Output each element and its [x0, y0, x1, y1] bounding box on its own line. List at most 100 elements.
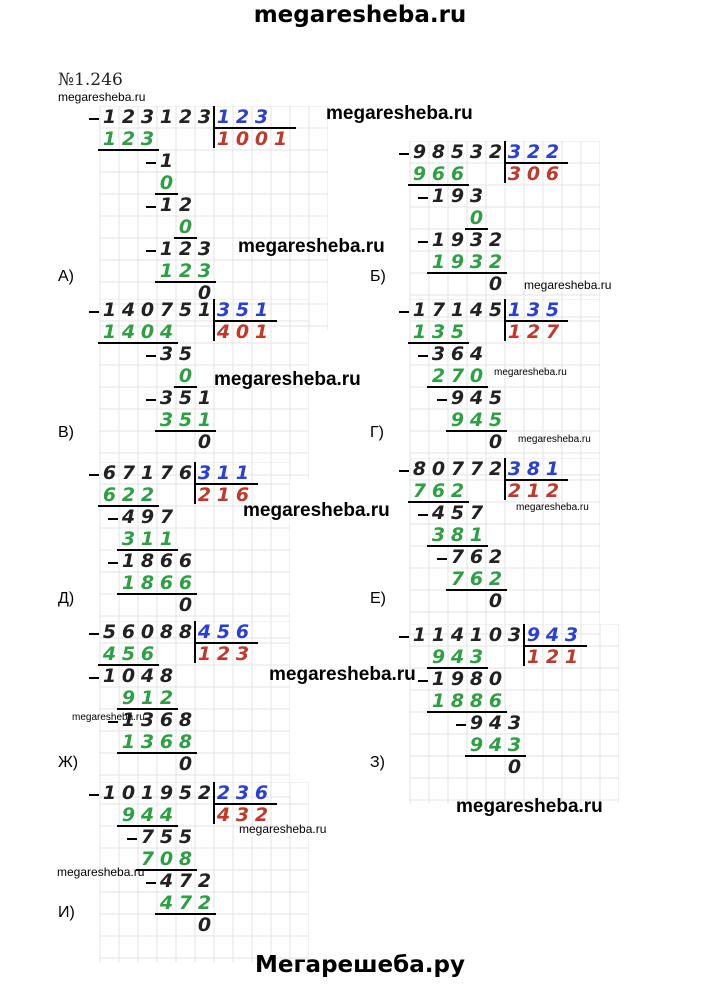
watermark[interactable]: megaresheba.ru	[57, 865, 145, 879]
watermark[interactable]: megaresheba.ru	[524, 278, 612, 292]
watermark[interactable]: megaresheba.ru	[214, 369, 361, 390]
dividend-digit: 9	[159, 782, 174, 804]
minus-sign	[399, 153, 409, 155]
quotient-digit: 2	[507, 480, 522, 502]
label-v: В)	[58, 424, 74, 441]
subtraction-line	[427, 272, 507, 274]
minus-sign	[146, 882, 156, 884]
subtrahend-digit: 0	[178, 216, 193, 238]
subtraction-line	[117, 708, 178, 710]
dividend-digit: 1	[102, 106, 117, 128]
dividend-digit: 1	[197, 299, 212, 321]
remainder-digit: 5	[178, 387, 193, 409]
quotient-digit: 6	[235, 484, 250, 506]
subtrahend-digit: 4	[159, 321, 174, 343]
dividend-digit: 3	[140, 106, 155, 128]
dividend-digit: 1	[412, 299, 427, 321]
minus-sign	[418, 355, 428, 357]
divisor-bracket-horizontal	[214, 320, 277, 322]
subtraction-line	[155, 430, 216, 432]
minus-sign	[418, 241, 428, 243]
watermark[interactable]: megaresheba.ru	[72, 712, 145, 723]
subtraction-line	[117, 752, 197, 754]
remainder-digit: 1	[159, 150, 174, 172]
minus-sign	[418, 680, 428, 682]
watermark[interactable]: megaresheba.ru	[238, 236, 385, 257]
subtrahend-digit: 6	[178, 572, 193, 594]
subtrahend-digit: 9	[431, 646, 446, 668]
divisor-digit: 3	[507, 458, 522, 480]
subtrahend-digit: 1	[102, 128, 117, 150]
subtraction-line	[408, 184, 469, 186]
remainder-digit: 7	[450, 546, 465, 568]
subtrahend-digit: 2	[488, 568, 503, 590]
quotient-digit: 1	[526, 480, 541, 502]
subtrahend-digit: 4	[159, 804, 174, 826]
remainder-digit: 0	[121, 665, 136, 687]
subtraction-line	[155, 281, 216, 283]
remainder-digit: 5	[450, 502, 465, 524]
subtraction-line	[155, 193, 178, 195]
remainder-digit: 4	[121, 506, 136, 528]
watermark[interactable]: megaresheba.ru	[326, 103, 473, 124]
minus-sign	[418, 514, 428, 516]
divisor-bracket-horizontal	[195, 483, 258, 485]
dividend-digit: 7	[469, 458, 484, 480]
divisor-digit: 3	[564, 624, 579, 646]
quotient-digit: 7	[545, 321, 560, 343]
subtraction-line	[427, 545, 488, 547]
subtrahend-digit: 7	[450, 568, 465, 590]
watermark[interactable]: megaresheba.ru	[516, 502, 589, 513]
label-g: Г)	[370, 424, 384, 441]
site-header[interactable]: megaresheba.ru	[253, 2, 467, 28]
remainder-digit: 4	[469, 343, 484, 365]
subtrahend-digit: 6	[431, 480, 446, 502]
subtraction-line	[408, 342, 469, 344]
remainder-digit: 1	[431, 185, 446, 207]
subtrahend-digit: 1	[102, 321, 117, 343]
watermark[interactable]: megaresheba.ru	[494, 367, 567, 378]
subtrahend-digit: 3	[431, 524, 446, 546]
minus-sign	[146, 355, 156, 357]
watermark[interactable]: megaresheba.ru	[518, 434, 591, 445]
subtraction-line	[98, 505, 159, 507]
subtraction-line	[117, 593, 197, 595]
dividend-digit: 1	[102, 782, 117, 804]
subtrahend-digit: 5	[178, 409, 193, 431]
minus-sign	[89, 311, 99, 313]
subtrahend-digit: 6	[140, 643, 155, 665]
subtrahend-digit: 2	[197, 892, 212, 914]
dividend-digit: 4	[121, 299, 136, 321]
divisor-digit: 3	[507, 141, 522, 163]
remainder-digit: 1	[102, 665, 117, 687]
dividend-digit: 1	[159, 106, 174, 128]
subtrahend-digit: 6	[102, 484, 117, 506]
remainder-digit: 7	[178, 870, 193, 892]
dividend-digit: 6	[121, 621, 136, 643]
subtraction-line	[446, 430, 507, 432]
quotient-digit: 1	[254, 321, 269, 343]
divisor-bracket-horizontal	[214, 127, 296, 129]
minus-sign	[399, 311, 409, 313]
watermark[interactable]: megaresheba.ru	[243, 500, 390, 521]
subtrahend-digit: 8	[450, 524, 465, 546]
divisor-digit: 3	[235, 782, 250, 804]
dividend-digit: 8	[412, 458, 427, 480]
watermark[interactable]: megaresheba.ru	[58, 90, 146, 104]
minus-sign	[146, 206, 156, 208]
watermark[interactable]: megaresheba.ru	[269, 664, 416, 685]
remainder-digit: 6	[450, 343, 465, 365]
subtrahend-digit: 9	[450, 409, 465, 431]
divisor-digit: 4	[197, 621, 212, 643]
remainder-digit: 3	[140, 709, 155, 731]
remainder-digit: 7	[140, 826, 155, 848]
watermark[interactable]: megaresheba.ru	[456, 796, 603, 817]
divisor-digit: 3	[216, 299, 231, 321]
subtrahend-digit: 1	[121, 731, 136, 753]
watermark[interactable]: megaresheba.ru	[239, 822, 327, 836]
divisor-digit: 3	[197, 462, 212, 484]
subtrahend-digit: 1	[140, 528, 155, 550]
subtrahend-digit: 1	[121, 572, 136, 594]
remainder-digit: 6	[159, 709, 174, 731]
